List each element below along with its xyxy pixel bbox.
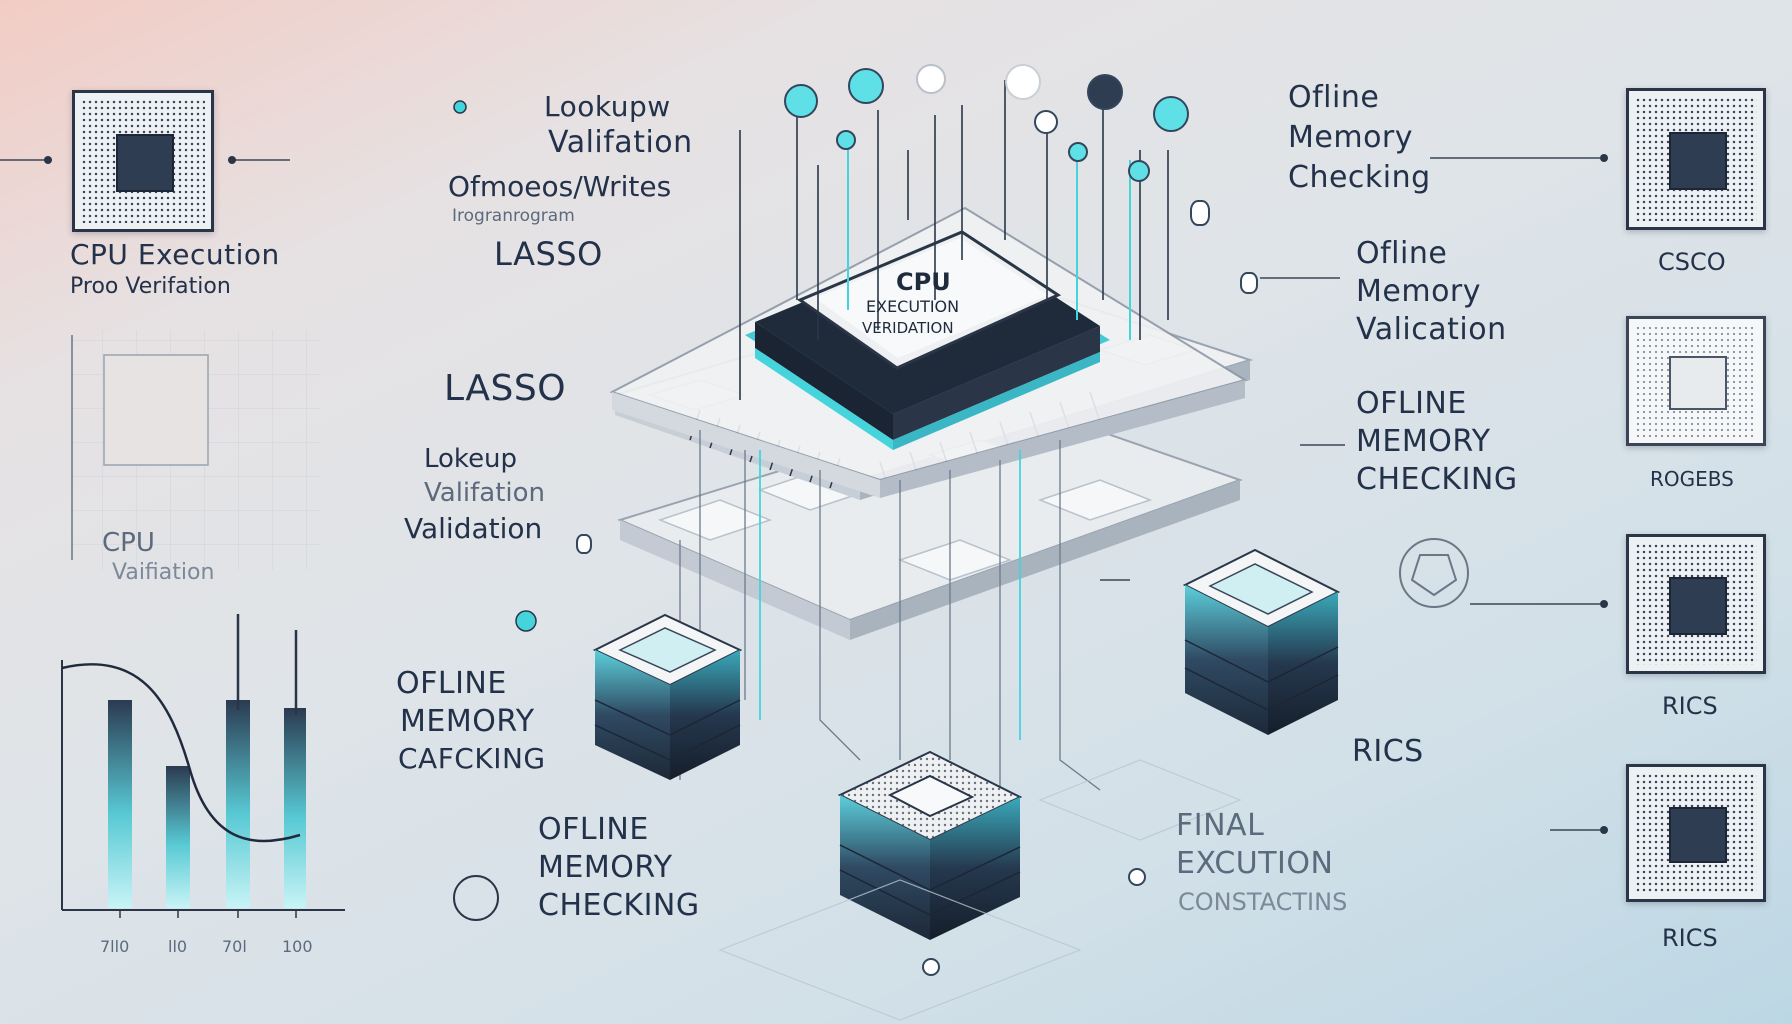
lookup-mid-line3: Validation xyxy=(404,512,543,545)
left-bar-chart xyxy=(61,614,345,918)
chip-thumbnail xyxy=(1626,534,1766,674)
chip-core xyxy=(115,133,175,193)
offline-mid-line2: Memory xyxy=(1356,274,1482,309)
chart-bar xyxy=(108,700,132,908)
offline-low-line2: MEMORY xyxy=(1356,424,1491,459)
pin-node xyxy=(1034,110,1058,134)
offline-bottom-line1: OFLINE xyxy=(538,812,649,847)
chip-label-line2: EXECUTION xyxy=(866,297,960,316)
chart-bar xyxy=(284,708,306,908)
chip-label-line1: CPU xyxy=(896,268,951,296)
chart-bar xyxy=(166,766,190,908)
chip-core xyxy=(1669,131,1727,191)
offline-top-line3: Checking xyxy=(1288,160,1431,195)
final-line2: EXCUTION xyxy=(1176,846,1334,881)
readwrite-line1: Ofmoeos/Writes xyxy=(448,170,672,203)
right-item-label: ROGEBS xyxy=(1650,467,1734,491)
pin-node xyxy=(1128,160,1150,182)
offline-left-line2: MEMORY xyxy=(400,704,535,739)
left-mid-caption-line2: Vaifiation xyxy=(112,560,215,585)
offline-left-line1: OFLINE xyxy=(396,666,507,701)
pin-node xyxy=(1128,868,1146,886)
offline-low-line3: CHECKING xyxy=(1356,462,1518,497)
right-item-label: RICS xyxy=(1662,692,1718,720)
chip-thumbnail xyxy=(1626,764,1766,902)
pin-node xyxy=(916,64,946,94)
pin-node xyxy=(1240,272,1258,294)
right-item-label: RICS xyxy=(1662,924,1718,952)
lasso-upper: LASSO xyxy=(494,235,603,273)
pin-node xyxy=(784,84,818,118)
pin-node xyxy=(1087,74,1123,110)
left-top-caption-line1: CPU Execution xyxy=(70,238,280,271)
pin-node xyxy=(1153,96,1189,132)
offline-low-line1: OFLINE xyxy=(1356,386,1467,421)
chart-bar xyxy=(226,700,250,908)
offline-mid-line3: Valication xyxy=(1356,312,1507,347)
chart-tick-label: 100 xyxy=(282,937,313,956)
final-line3: CONSTACTINS xyxy=(1178,888,1348,916)
left-mid-caption-line1: CPU xyxy=(102,528,155,558)
pin-node xyxy=(1190,200,1210,226)
pin-node xyxy=(1068,142,1088,162)
right-item-label: CSCO xyxy=(1658,248,1726,276)
chip-thumbnail xyxy=(72,90,214,232)
left-top-caption-line2: Proo Verifation xyxy=(70,274,231,299)
chart-tick-label: 70l xyxy=(222,937,247,956)
cube-left xyxy=(592,613,743,780)
chip-label-line3: VERIDATION xyxy=(862,319,954,337)
offline-top-line1: Ofline xyxy=(1288,80,1380,115)
offline-top-line2: Memory xyxy=(1288,120,1414,155)
pin-node xyxy=(576,534,592,554)
pin-node xyxy=(922,958,940,976)
offline-bottom-line3: CHECKING xyxy=(538,888,700,923)
rics-center-label: RICS xyxy=(1352,734,1424,769)
pin-node xyxy=(848,68,884,104)
lookup-mid-line2: Valifation xyxy=(424,478,546,508)
lower-board xyxy=(617,398,1244,640)
lookup-top-line1: Lookupw xyxy=(544,90,671,123)
chart-tick-label: 7ll0 xyxy=(100,937,130,956)
pin-node xyxy=(1005,64,1041,100)
readwrite-line2: Irogranrogram xyxy=(452,206,575,226)
chip-core xyxy=(1669,577,1727,635)
chip-core xyxy=(1669,806,1727,864)
offline-mid-line1: Ofline xyxy=(1356,236,1448,271)
offline-bottom-line2: MEMORY xyxy=(538,850,673,885)
chip-core xyxy=(1669,356,1727,410)
lookup-top-line2: Valifation xyxy=(548,125,693,160)
left-grid-panel xyxy=(70,330,320,570)
chart-tick-label: ll0 xyxy=(168,937,188,956)
lookup-mid-line1: Lokeup xyxy=(424,444,518,474)
offline-left-line3: CAFCKING xyxy=(398,742,546,775)
cube-bottom xyxy=(837,750,1023,940)
cube-right xyxy=(1182,548,1341,735)
central-chip-package xyxy=(745,230,1110,450)
lasso-lower: LASSO xyxy=(444,368,567,409)
pin-node xyxy=(836,130,856,150)
chip-thumbnail xyxy=(1626,88,1766,230)
chip-thumbnail xyxy=(1626,316,1766,446)
final-line1: FINAL xyxy=(1176,808,1265,843)
